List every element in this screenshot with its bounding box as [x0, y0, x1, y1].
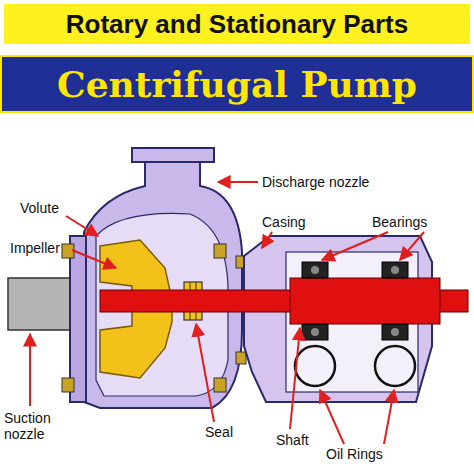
leader-line [72, 250, 116, 268]
bearing [382, 324, 408, 340]
bolt [214, 244, 226, 258]
shaft [100, 278, 468, 324]
band-text: Centrifugal Pump [57, 63, 417, 105]
bolt [62, 378, 74, 392]
bearing [302, 324, 328, 340]
part-label: Shaft [276, 432, 309, 448]
bearing [391, 266, 399, 274]
bearing [311, 328, 319, 336]
heading-band: Centrifugal Pump [0, 55, 474, 113]
part-label: Suction nozzle [4, 410, 68, 442]
shaft [290, 278, 440, 324]
title-band: Rotary and Stationary Parts [4, 4, 470, 44]
bearing [302, 262, 328, 278]
leader-line [322, 232, 388, 260]
shaft [440, 290, 468, 312]
suction-pipe [8, 278, 78, 330]
leader-line [400, 232, 424, 260]
bearing [382, 262, 408, 278]
part-label: Discharge nozzle [262, 174, 369, 190]
part-label: Bearings [372, 214, 427, 230]
leader-line [29, 334, 31, 406]
bolt [214, 378, 226, 392]
oil-ring [295, 346, 415, 386]
leader-line [384, 390, 394, 444]
leader-line [218, 181, 258, 183]
oil-ring [375, 346, 415, 386]
volute-casing [70, 148, 242, 408]
part-label: Oil Rings [326, 446, 383, 462]
bearing [391, 328, 399, 336]
part-label: Volute [20, 200, 59, 216]
part-label: Casing [262, 214, 306, 230]
volute-casing [70, 236, 86, 402]
shaft [100, 290, 296, 312]
part-label: Seal [205, 424, 233, 440]
volute-casing [132, 148, 214, 162]
band-text: Rotary and Stationary Parts [66, 9, 408, 40]
bearing [311, 266, 319, 274]
bearing [302, 262, 408, 340]
bolt [236, 352, 246, 364]
leader-line [30, 182, 424, 444]
suction-pipe [8, 278, 78, 330]
oil-ring [295, 346, 335, 386]
volute-casing [84, 162, 242, 408]
leader-line [290, 328, 300, 429]
leader-line [320, 390, 344, 444]
leader-line [196, 324, 214, 422]
leader-line [66, 216, 98, 236]
part-label: Impeller [10, 240, 60, 256]
leader-line [262, 232, 272, 248]
